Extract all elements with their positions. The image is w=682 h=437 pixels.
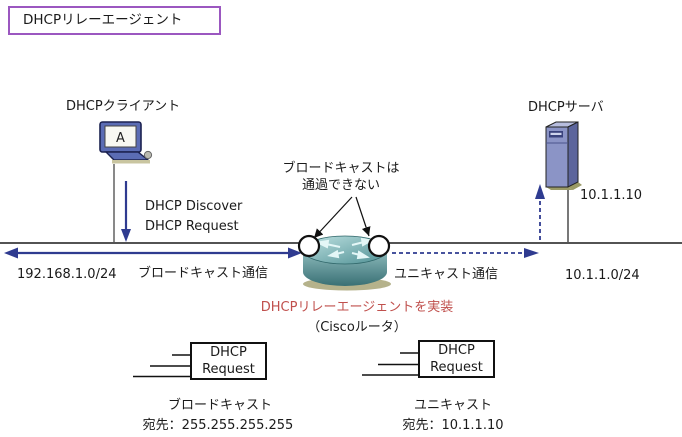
dhcp-discover-label: DHCP Discover (145, 199, 243, 214)
unicast-packet-line2: Request (430, 359, 483, 375)
server-ip-label: 10.1.1.10 (580, 188, 643, 203)
broadcast-comm-label: ブロードキャスト通信 (138, 266, 269, 281)
client-screen-letter: A (116, 131, 125, 146)
client-label: DHCPクライアント (66, 99, 181, 114)
dhcp-server-icon (545, 121, 582, 190)
unicast-packet-line1: DHCP (438, 343, 475, 358)
broadcast-type-label: ブロードキャスト (167, 398, 272, 413)
relay-role-label: DHCPリレーエージェントを実装 (260, 300, 454, 315)
dhcp-request-label: DHCP Request (145, 219, 239, 234)
router-icon (302, 235, 391, 291)
client-computer-icon: A (99, 121, 153, 164)
broadcast-block-marks (297, 196, 391, 258)
server-label: DHCPサーバ (528, 100, 604, 115)
unicast-dest-label: 宛先：10.1.1.10 (402, 418, 504, 433)
broadcast-packet-line2: Request (202, 361, 255, 377)
server-network-label: 10.1.1.0/24 (565, 268, 640, 283)
page-title: DHCPリレーエージェント (8, 6, 221, 35)
packet-motion-lines (133, 352, 418, 378)
client-network-label: 192.168.1.0/24 (17, 267, 117, 282)
client-request-arrow (121, 181, 131, 242)
broadcast-arrow (4, 247, 302, 259)
unicast-type-label: ユニキャスト (413, 398, 492, 413)
unicast-packet-box: DHCP Request (418, 340, 495, 378)
broadcast-packet-box: DHCP Request (190, 342, 267, 380)
unicast-dashed-arrow (392, 184, 545, 258)
block-note-line2: 通過できない (301, 178, 380, 193)
broadcast-packet-line1: DHCP (210, 345, 247, 360)
block-note-line1: ブロードキャストは (282, 161, 400, 176)
broadcast-dest-label: 宛先：255.255.255.255 (142, 418, 294, 433)
cisco-router-label: （Ciscoルータ） (307, 320, 407, 335)
unicast-comm-label: ユニキャスト通信 (394, 267, 499, 282)
